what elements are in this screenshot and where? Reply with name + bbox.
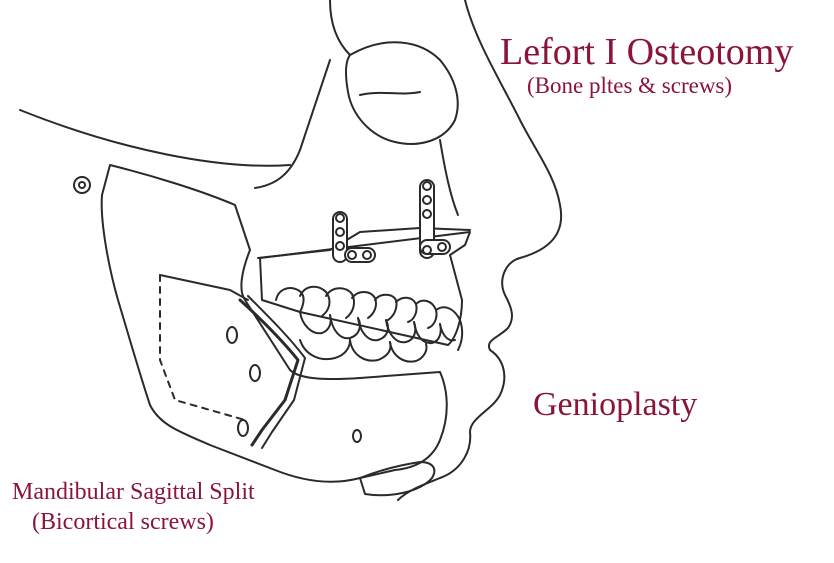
lower-teeth-row [299, 311, 456, 363]
screw-icon [422, 245, 432, 255]
bicortical-screws [226, 326, 362, 443]
maxilla-outline [259, 231, 471, 346]
screw-icon [226, 326, 238, 344]
screw-icon [422, 195, 432, 205]
screw-icon [422, 181, 432, 191]
bone-plate-right [419, 179, 451, 259]
facial-profile-outline [397, 0, 563, 501]
screw-icon [362, 250, 372, 260]
cheekbone-line [439, 139, 459, 216]
lefort-osteotomy-label: Lefort I Osteotomy [500, 31, 794, 73]
screw-icon [335, 241, 345, 251]
screw-icon [347, 250, 357, 260]
cranium-line [329, 0, 351, 56]
screw-icon [249, 364, 261, 382]
skull-back-line [19, 109, 291, 167]
upper-teeth-row [275, 285, 464, 351]
lefort-osteotomy-sublabel: (Bone pltes & screws) [527, 73, 733, 98]
sagittal-split-gap [238, 298, 300, 447]
bone-plate-left [332, 211, 376, 263]
mandibular-sagittal-split-sublabel: (Bicortical screws) [32, 509, 214, 535]
orbit-outline [344, 41, 459, 145]
screw-icon [237, 419, 249, 437]
genioplasty-label: Genioplasty [533, 386, 698, 423]
zygomatic-line [254, 59, 331, 189]
screw-icon [422, 209, 432, 219]
mandible-outline [100, 164, 448, 483]
lefort-cut-line [257, 227, 471, 259]
ramus-split-line [159, 274, 246, 421]
orbit-inner-line [359, 91, 421, 96]
condyle-screw [73, 176, 91, 194]
chin-cut-line [359, 461, 436, 497]
screw-icon [437, 242, 447, 252]
mandibular-sagittal-split-label: Mandibular Sagittal Split [12, 479, 255, 505]
screw-icon [335, 213, 345, 223]
screw-icon [335, 227, 345, 237]
screw-icon [352, 429, 362, 443]
ramus-upper-line [159, 274, 249, 301]
